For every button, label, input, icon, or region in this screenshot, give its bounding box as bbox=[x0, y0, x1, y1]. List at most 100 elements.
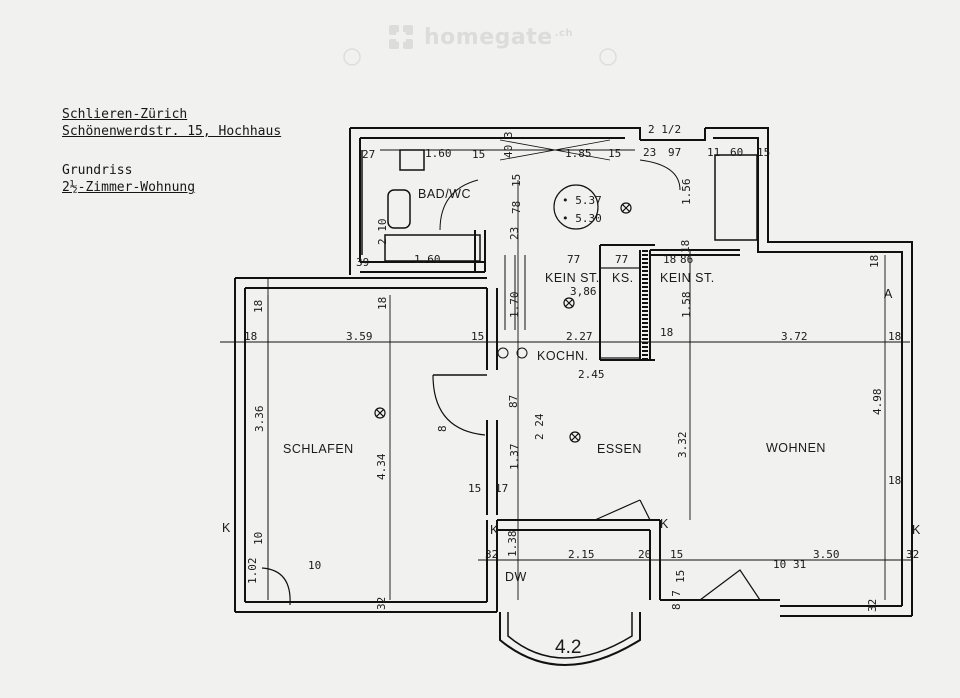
dimension-labels: 1.60 27 15 40 3 1.85 15 2 1/2 23 97 11 6… bbox=[244, 123, 919, 612]
dim-3-50: 3.50 bbox=[813, 548, 840, 561]
dim-10-c: 10 bbox=[773, 558, 786, 571]
dim-10-b: 10 bbox=[308, 559, 321, 572]
marker-k-mid: K bbox=[490, 523, 499, 537]
dim-18-f: 18 bbox=[244, 330, 257, 343]
dim-3-86: 3,86 bbox=[570, 285, 597, 298]
room-label-dw: DW bbox=[505, 570, 527, 584]
dim-3-32: 3.32 bbox=[676, 432, 689, 459]
dim-18-h: 18 bbox=[888, 330, 901, 343]
marker-k-right1: K bbox=[660, 517, 669, 531]
header-plan-type: Grundriss bbox=[62, 163, 133, 178]
dim-1-56: 1.56 bbox=[680, 179, 693, 206]
dim-86: 86 bbox=[680, 253, 693, 266]
watermark-brand: homegate bbox=[424, 24, 553, 50]
sink bbox=[399, 149, 425, 171]
dim-32-d: 32 bbox=[866, 599, 879, 612]
dim-32-b: 32 bbox=[906, 548, 919, 561]
room-label-schlafen: SCHLAFEN bbox=[283, 442, 354, 456]
dim-17: 17 bbox=[495, 482, 508, 495]
room-label-bad-wc: BAD/WC bbox=[418, 187, 471, 201]
dim-1-70: 1.70 bbox=[508, 292, 521, 319]
entry-door-arc bbox=[639, 159, 681, 191]
dim-3-59: 3.59 bbox=[346, 330, 373, 343]
dim-4-34: 4.34 bbox=[375, 453, 388, 480]
dim-1-58: 1.58 bbox=[680, 292, 693, 319]
room-label-kochn: KOCHN. bbox=[537, 349, 589, 363]
dim-18-i: 18 bbox=[888, 474, 901, 487]
dim-15-f: 15 bbox=[468, 482, 481, 495]
dim-18-b: 18 bbox=[679, 240, 692, 253]
dim-87: 87 bbox=[507, 395, 520, 408]
dim-2-10: 2.10 bbox=[376, 219, 389, 246]
dim-8-7: 8 7 bbox=[670, 590, 683, 610]
dim-40-3: 40 3 bbox=[502, 132, 515, 159]
balcony-area-label: 4.2 bbox=[555, 637, 581, 658]
dim-97: 97 bbox=[668, 146, 681, 159]
dim-10-a: 10 bbox=[252, 532, 265, 545]
bedroom-door-arc bbox=[432, 374, 486, 436]
dim-1-37: 1.37 bbox=[508, 444, 521, 471]
dim-15-d: 15 bbox=[510, 174, 523, 187]
dim-77-b: 77 bbox=[615, 253, 628, 266]
left-door-arc bbox=[261, 567, 291, 606]
dim-4-98: 4.98 bbox=[871, 389, 884, 416]
header-address: Schönenwerdstr. 15, Hochhaus bbox=[62, 124, 282, 139]
dim-39: 39 bbox=[356, 256, 369, 269]
dim-2-24: 2 24 bbox=[533, 413, 546, 440]
plan-header: Schlieren-Zürich Schönenwerdstr. 15, Hoc… bbox=[62, 106, 281, 196]
kitchen-counter bbox=[599, 267, 641, 359]
dim-18-a: 18 bbox=[663, 253, 676, 266]
dim-32-a: 32 bbox=[485, 548, 498, 561]
dim-23-b: 23 bbox=[508, 227, 521, 240]
punch-hole-left bbox=[343, 48, 361, 66]
dim-8: 8 bbox=[436, 425, 449, 432]
dim-77-a: 77 bbox=[567, 253, 580, 266]
ceiling-lights bbox=[374, 202, 632, 443]
dim-2-45: 2.45 bbox=[578, 368, 605, 381]
marker-k-left: K bbox=[222, 521, 231, 535]
room-label-wohnen: WOHNEN bbox=[766, 441, 826, 455]
marker-k-right2: K bbox=[912, 523, 921, 537]
dim-32-c: 32 bbox=[375, 597, 388, 610]
dim-2-15: 2.15 bbox=[568, 548, 595, 561]
dim-15-h: 15 bbox=[674, 570, 687, 583]
dim-15-c: 15 bbox=[757, 146, 770, 159]
dim-1-38: 1.38 bbox=[506, 531, 519, 558]
dim-1-85: 1.85 bbox=[565, 147, 592, 160]
dim-20: 20 bbox=[638, 548, 651, 561]
dim-1-02: 1.02 bbox=[246, 558, 259, 585]
room-label-essen: ESSEN bbox=[597, 442, 642, 456]
height-marker bbox=[553, 184, 599, 230]
dim-5-37: • 5.37 bbox=[562, 194, 602, 207]
marker-a: A bbox=[884, 287, 893, 301]
dim-60: 60 bbox=[730, 146, 743, 159]
bathtub bbox=[384, 234, 481, 262]
dim-23: 23 bbox=[643, 146, 656, 159]
header-city: Schlieren-Zürich bbox=[62, 107, 188, 122]
dim-1-60-b: 1.60 bbox=[414, 253, 441, 266]
punch-hole-right bbox=[599, 48, 617, 66]
shaft-hatch bbox=[504, 250, 648, 360]
dim-2-1-2: 2 1/2 bbox=[648, 123, 681, 136]
dim-18-d: 18 bbox=[252, 300, 265, 313]
header-unit: 2½-Zimmer-Wohnung bbox=[62, 180, 196, 195]
homegate-watermark: homegate .ch bbox=[386, 22, 573, 52]
balcony-outline bbox=[499, 612, 641, 666]
dim-3-36: 3.36 bbox=[253, 406, 266, 433]
dim-78: 78 bbox=[510, 201, 523, 214]
dim-27: 27 bbox=[362, 148, 375, 161]
dim-18-e: 18 bbox=[376, 297, 389, 310]
dim-15-g: 15 bbox=[670, 548, 683, 561]
dim-5-30: • 5.30 bbox=[562, 212, 602, 225]
dim-15-b: 15 bbox=[608, 147, 621, 160]
bath-door-arc bbox=[439, 179, 479, 231]
watermark-suffix: .ch bbox=[554, 27, 574, 39]
dim-15-e: 15 bbox=[471, 330, 484, 343]
dimension-lines bbox=[220, 149, 912, 600]
storage-cabinet bbox=[714, 154, 758, 241]
dim-1-60-top: 1.60 bbox=[425, 147, 452, 160]
dim-3-72: 3.72 bbox=[781, 330, 808, 343]
dim-18-g: 18 bbox=[660, 326, 673, 339]
right-door-arc bbox=[699, 569, 761, 601]
